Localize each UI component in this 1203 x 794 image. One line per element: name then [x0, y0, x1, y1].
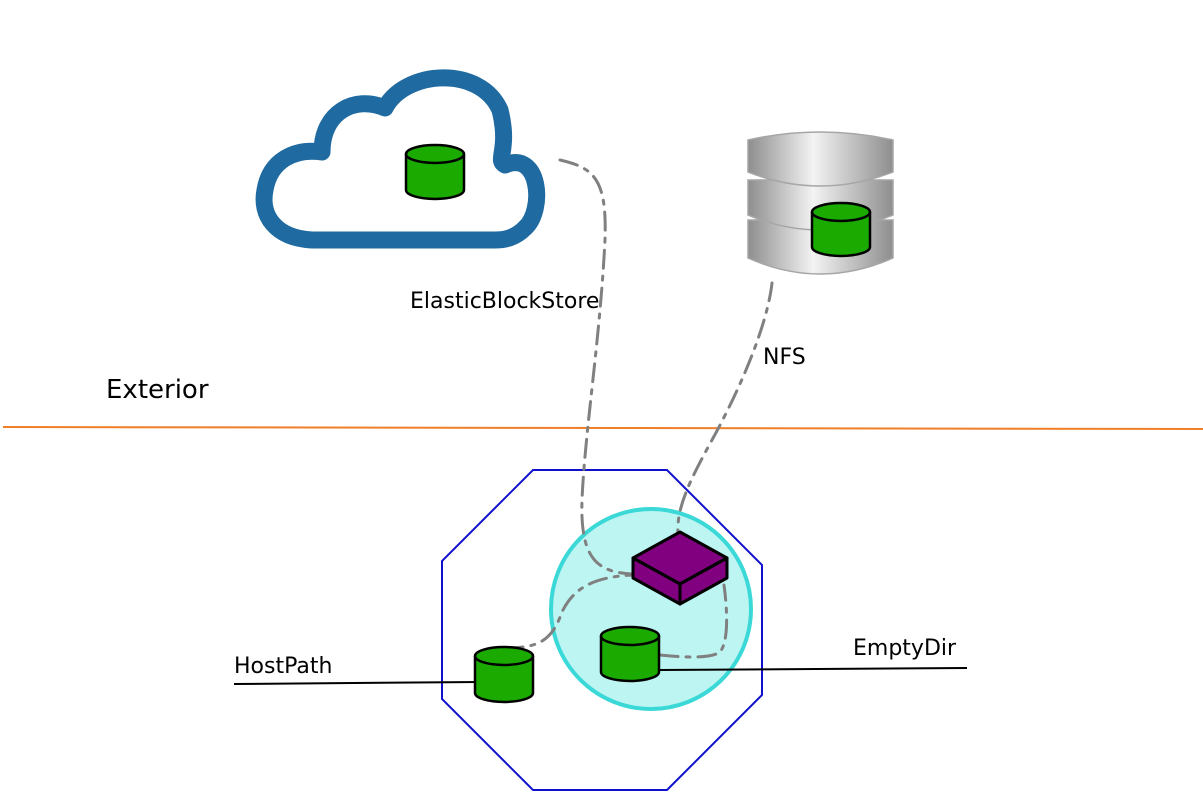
exterior-label: Exterior	[106, 375, 209, 405]
cloud-icon	[255, 69, 546, 249]
container-box-icon	[631, 530, 729, 606]
volume-links	[503, 158, 774, 659]
nfs-link	[676, 281, 774, 537]
hostpath-line	[233, 681, 481, 685]
hostpath-volume-icon	[473, 645, 535, 704]
ebs-link	[558, 158, 634, 576]
emptydir-link	[658, 583, 729, 659]
emptydir-volume-icon	[599, 625, 661, 683]
node-octagon	[441, 469, 763, 791]
nfs-label: NFS	[763, 345, 806, 370]
cloud-volume-icon	[404, 143, 466, 201]
exterior-divider	[2, 426, 1203, 430]
hostpath-label: HostPath	[234, 654, 332, 679]
hostpath-link	[503, 573, 634, 650]
ebs-label: ElasticBlockStore	[410, 289, 599, 314]
emptydir-label: EmptyDir	[853, 636, 957, 661]
emptydir-line	[659, 667, 968, 671]
nfs-volume-icon	[810, 201, 872, 258]
